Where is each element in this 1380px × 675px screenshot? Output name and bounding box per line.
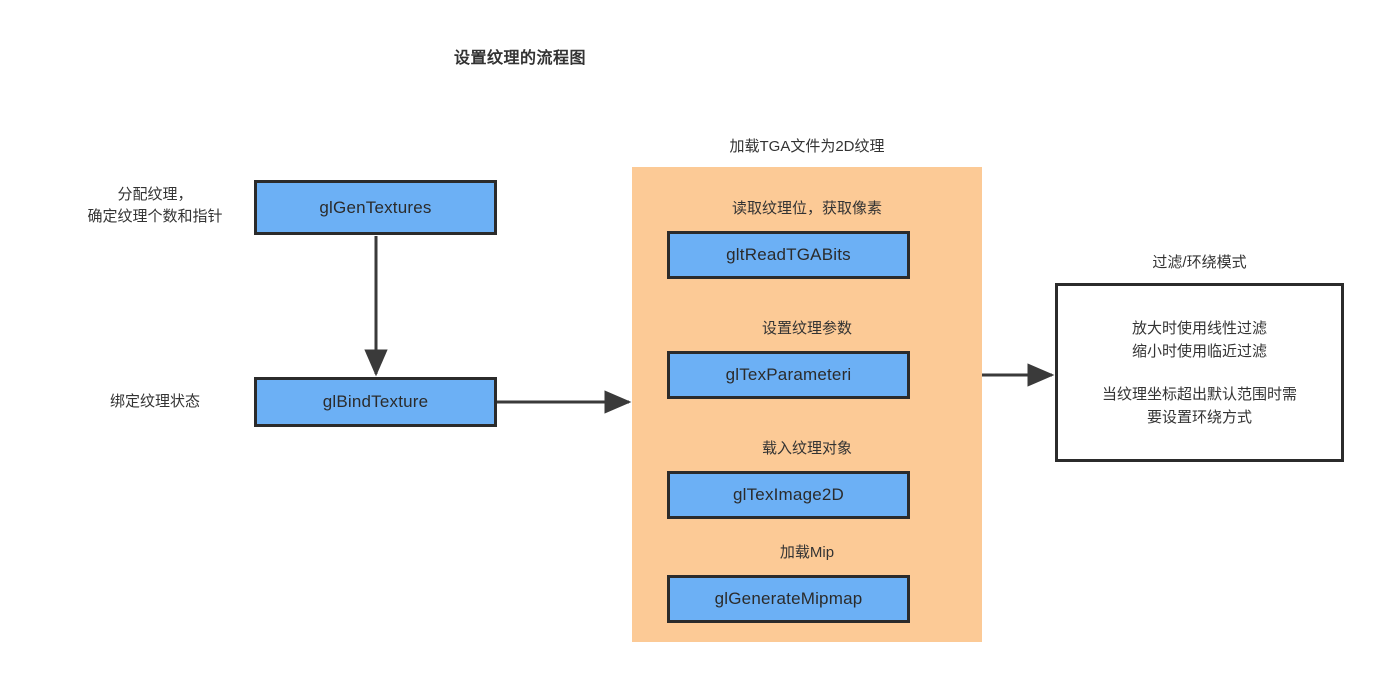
caption-allocate-texture: 分配纹理， 确定纹理个数和指针: [87, 186, 223, 225]
node-glbindtexture[interactable]: glBindTexture: [254, 377, 497, 427]
node-gltreadtgabits-label: gltReadTGABits: [726, 245, 851, 264]
node-glgentextures-label: glGenTextures: [319, 197, 432, 217]
node-gltreadtgabits[interactable]: gltReadTGABits: [667, 231, 910, 279]
node-glteximage2d[interactable]: glTexImage2D: [667, 471, 910, 519]
caption-read-texture-bits: 读取纹理位，获取像素: [731, 200, 882, 217]
note-header-filter-wrap: 过滤/环绕模式: [1152, 254, 1247, 271]
note-paragraph-filter: 放大时使用线性过滤 缩小时使用临近过滤: [1131, 319, 1267, 360]
node-glbindtexture-label: glBindTexture: [322, 392, 429, 411]
group-load-tga-container: 读取纹理位，获取像素 gltReadTGABits 设置纹理参数 glTexPa…: [632, 167, 982, 642]
node-glteximage2d-label: glTexImage2D: [732, 485, 845, 504]
node-gltexparameteri-label: glTexParameteri: [725, 365, 852, 384]
caption-bind-texture-state: 绑定纹理状态: [109, 393, 200, 410]
node-gltexparameteri[interactable]: glTexParameteri: [667, 351, 910, 399]
caption-load-mip: 加载Mip: [779, 544, 835, 561]
page-title: 设置纹理的流程图: [453, 50, 586, 67]
node-glgentextures[interactable]: glGenTextures: [254, 180, 497, 235]
node-glgeneratemipmap-label: glGenerateMipmap: [714, 589, 863, 608]
caption-set-texture-params: 设置纹理参数: [761, 320, 852, 337]
node-glgeneratemipmap[interactable]: glGenerateMipmap: [667, 575, 910, 623]
note-paragraph-wrap: 当纹理坐标超出默认范围时需 要设置环绕方式: [1101, 385, 1297, 426]
caption-load-texture-object: 载入纹理对象: [761, 440, 852, 457]
group-header-load-tga: 加载TGA文件为2D纹理: [729, 138, 885, 155]
note-box-filter-wrap: 放大时使用线性过滤 缩小时使用临近过滤 当纹理坐标超出默认范围时需 要设置环绕方…: [1055, 283, 1344, 462]
